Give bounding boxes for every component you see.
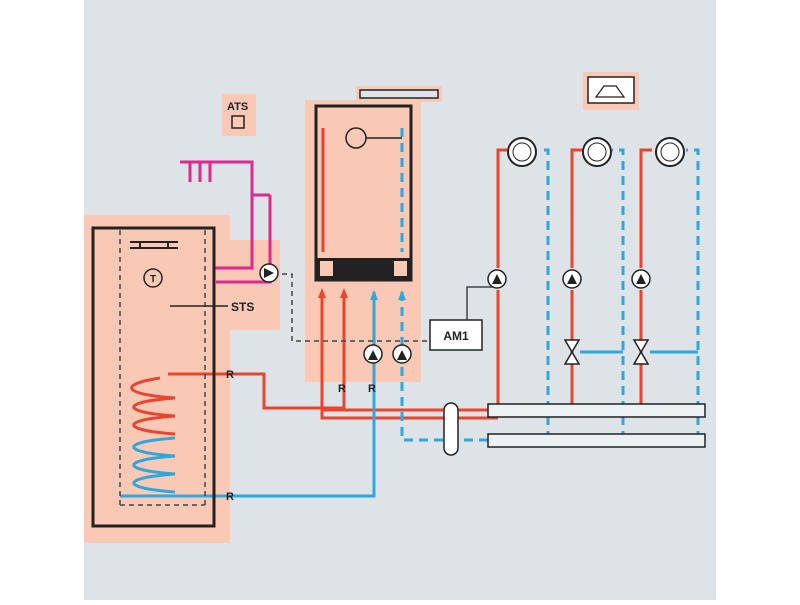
ats-highlight [222,94,256,136]
radiator-inner [512,142,680,162]
controller-display [594,85,626,98]
radiator-icon [507,137,685,167]
r-label-tank-top: R [226,369,234,381]
ats-label: ATS [227,101,248,113]
sts-label: STS [231,300,254,314]
am1-label: AM1 [443,329,469,343]
hydraulic-separator [443,402,459,456]
return-manifold [487,433,706,448]
r-label-boiler-left: R [338,383,346,395]
tank-inlet [130,241,178,249]
flow-manifold [487,403,706,418]
thermometer-icon [143,268,163,288]
pump-triangles [264,268,646,360]
mixing-valve-icon [563,339,650,365]
storage-tank [91,226,216,528]
boiler-port-left [320,261,333,276]
boiler-base [316,258,411,280]
boiler-bracket [359,89,439,99]
control-solid [466,286,492,320]
boiler-port-right [394,261,407,276]
am1-module [429,319,483,351]
diagram-canvas: T STS ATS R R R R [84,0,716,600]
thermometer-label: T [150,274,156,285]
heating-system-diagram: T STS ATS R R R R [84,0,716,600]
control-lines [119,230,430,506]
r-label-boiler-right: R [368,383,376,395]
pipe-zone-highlight [210,240,280,330]
flow-arrows [318,288,406,300]
controller-icon [587,76,635,104]
r-label-tank-bottom: R [226,491,234,503]
ats-sensor-icon [231,115,245,129]
